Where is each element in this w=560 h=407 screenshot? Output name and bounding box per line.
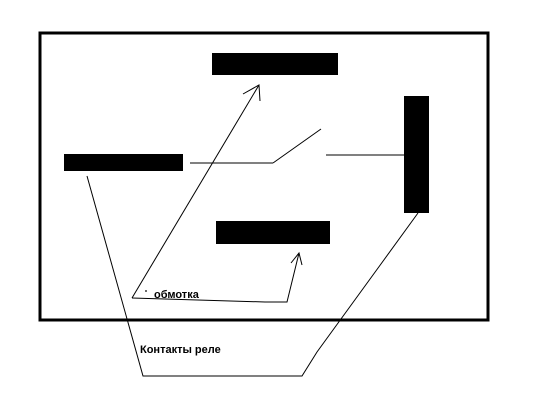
coil-arrow-middle-head — [290, 251, 303, 266]
coil-label: обмотка — [154, 289, 200, 301]
terminal-left — [64, 154, 183, 171]
coil-arrow-top-head — [242, 84, 261, 102]
terminal-right — [404, 96, 429, 213]
coil-arrow-to-middle — [131, 252, 300, 303]
contacts-label: Контакты реле — [140, 344, 221, 356]
coil-arrow-to-top — [131, 84, 260, 299]
coil-dot — [145, 290, 147, 292]
housing-frame — [38, 31, 490, 322]
switch-blade — [272, 128, 322, 164]
terminal-top — [212, 53, 338, 75]
contacts-pointer — [86, 175, 419, 377]
terminal-middle — [216, 221, 330, 244]
